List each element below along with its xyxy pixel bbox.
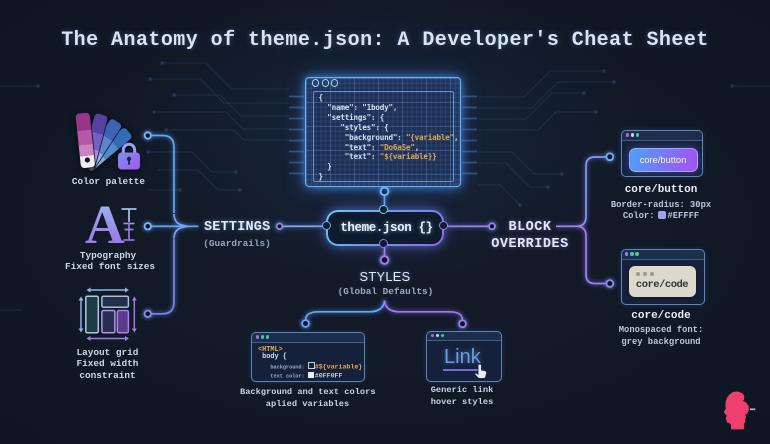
svg-text:A: A bbox=[85, 194, 125, 255]
